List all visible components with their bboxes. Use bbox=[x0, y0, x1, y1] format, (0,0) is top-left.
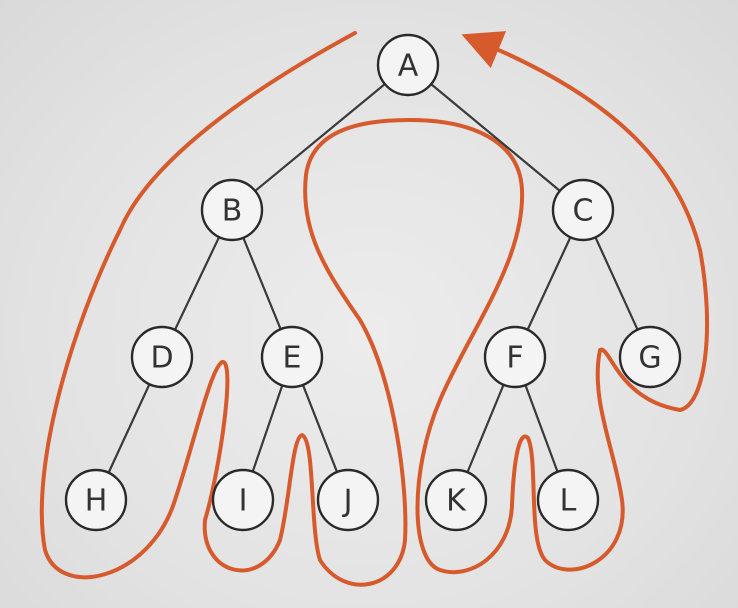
edge-e-j bbox=[301, 384, 339, 473]
node-label: C bbox=[573, 194, 594, 229]
tree-node-e: E bbox=[260, 325, 324, 389]
node-label: G bbox=[638, 341, 661, 376]
edge-b-d bbox=[173, 236, 221, 331]
node-circle bbox=[376, 33, 440, 97]
node-label: B bbox=[222, 194, 243, 229]
node-label: A bbox=[398, 49, 419, 84]
edge-f-l bbox=[524, 384, 559, 473]
tree-node-f: F bbox=[483, 325, 547, 389]
tree-node-c: C bbox=[551, 178, 615, 242]
edge-f-k bbox=[466, 384, 505, 473]
tree-node-l: L bbox=[536, 468, 600, 532]
edge-d-h bbox=[107, 383, 151, 474]
edge-c-g bbox=[594, 236, 639, 331]
node-circle bbox=[211, 468, 275, 532]
tree-node-i: I bbox=[211, 468, 275, 532]
node-circle bbox=[551, 178, 615, 242]
edge-e-i bbox=[251, 385, 284, 472]
tree-node-k: K bbox=[424, 468, 488, 532]
node-label: H bbox=[85, 484, 108, 519]
node-circle bbox=[130, 325, 194, 389]
edge-c-f bbox=[526, 236, 572, 331]
node-label: F bbox=[506, 341, 523, 376]
node-label: I bbox=[239, 484, 248, 519]
node-circle bbox=[260, 325, 324, 389]
tree-edges bbox=[107, 83, 639, 474]
node-label: D bbox=[150, 341, 173, 376]
tree-node-j: J bbox=[316, 468, 380, 532]
edge-b-e bbox=[242, 237, 282, 330]
tree-node-b: B bbox=[200, 178, 264, 242]
node-circle bbox=[316, 468, 380, 532]
tree-node-d: D bbox=[130, 325, 194, 389]
edge-a-b bbox=[254, 83, 386, 192]
node-label: J bbox=[342, 484, 353, 519]
tree-nodes: A B C D E F G H I J K L bbox=[64, 33, 682, 532]
node-label: K bbox=[446, 484, 467, 519]
node-circle bbox=[483, 325, 547, 389]
tree-node-h: H bbox=[64, 468, 128, 532]
node-circle bbox=[536, 468, 600, 532]
edge-a-c bbox=[430, 83, 561, 192]
node-circle bbox=[618, 325, 682, 389]
node-circle bbox=[424, 468, 488, 532]
node-label: L bbox=[560, 484, 577, 519]
tree-node-a: A bbox=[376, 33, 440, 97]
traversal-path bbox=[39, 31, 709, 587]
node-label: E bbox=[283, 341, 302, 376]
node-circle bbox=[64, 468, 128, 532]
tree-node-g: G bbox=[618, 325, 682, 389]
node-circle bbox=[200, 178, 264, 242]
